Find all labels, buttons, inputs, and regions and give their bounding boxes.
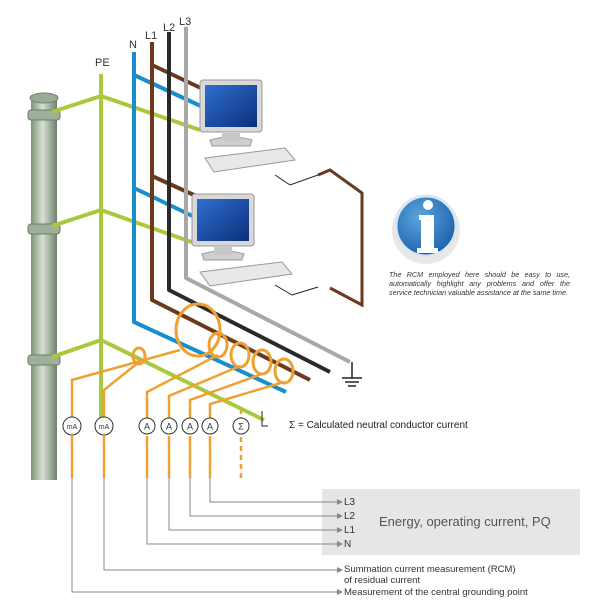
pe-label: PE xyxy=(95,57,110,69)
l3-conductor xyxy=(184,27,351,364)
energy-box xyxy=(322,489,580,555)
meter-ma-2: mA xyxy=(94,416,114,436)
meter-sigma: Σ xyxy=(232,417,250,435)
data-cable xyxy=(274,168,364,308)
measuring-leads xyxy=(70,348,285,478)
l3-label: L3 xyxy=(179,16,191,28)
l2-conductor xyxy=(167,32,331,374)
rcm-label-line2: of residual current xyxy=(344,575,420,586)
computer-icon xyxy=(199,79,296,173)
meter-ma-1-label: mA xyxy=(67,424,78,431)
energy-n-label: N xyxy=(344,539,351,550)
grounding-pipe xyxy=(27,92,61,480)
current-transformers xyxy=(131,302,295,385)
meter-a-2: A xyxy=(160,417,178,435)
meter-a-1: A xyxy=(138,417,156,435)
meter-a-3-label: A xyxy=(187,422,193,432)
meter-sigma-label: Σ xyxy=(238,422,244,432)
grounding-label: Measurement of the central grounding poi… xyxy=(344,587,528,598)
info-note: The RCM employed here should be easy to … xyxy=(389,270,570,297)
energy-l1-label: L1 xyxy=(344,525,356,536)
l2-label: L2 xyxy=(163,22,175,34)
meter-a-4-label: A xyxy=(207,422,213,432)
meter-ma-1: mA xyxy=(62,416,82,436)
meter-ma-2-label: mA xyxy=(99,424,110,431)
energy-l2-label: L2 xyxy=(344,511,356,522)
computer-icon xyxy=(191,193,293,287)
n-label: N xyxy=(129,39,137,51)
info-icon xyxy=(392,194,460,264)
sigma-legend: Σ = Calculated neutral conductor current xyxy=(289,420,468,431)
meter-a-2-label: A xyxy=(166,422,172,432)
energy-box-label: Energy, operating current, PQ xyxy=(379,514,551,529)
energy-l3-label: L3 xyxy=(344,497,356,508)
output-arrows xyxy=(71,478,343,595)
meter-a-3: A xyxy=(181,417,199,435)
sigma-bracket xyxy=(261,411,268,427)
meter-a-4: A xyxy=(201,417,219,435)
meter-a-1-label: A xyxy=(144,422,150,432)
rcm-label-line1: Summation current measurement (RCM) xyxy=(344,564,516,575)
l1-label: L1 xyxy=(145,30,157,42)
ground-symbol xyxy=(342,362,362,387)
